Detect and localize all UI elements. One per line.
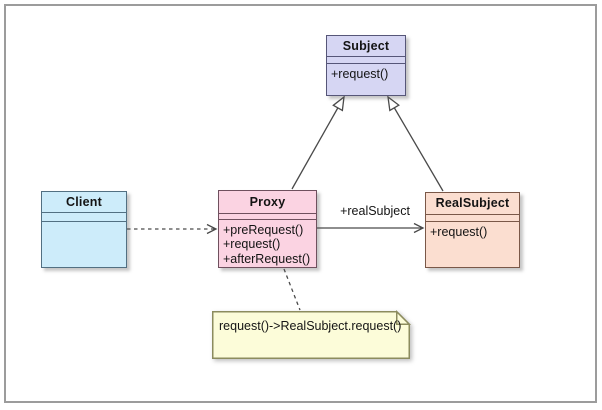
class-client-attributes-section [42,213,126,222]
class-box-subject: Subject +request() [326,35,406,96]
class-realsubject-title: RealSubject [426,193,519,215]
class-box-proxy: Proxy +preRequest() +request() +afterReq… [218,190,317,268]
class-subject-title: Subject [327,36,405,57]
class-box-client: Client [41,191,127,268]
method-label: +request() [430,224,488,239]
edge-label-realsubject: +realSubject [340,204,410,218]
method-label: +afterRequest() [223,251,311,266]
edge-realsubject-to-subject-generalization [388,97,444,192]
class-client-title: Client [42,192,126,213]
note-fold-corner [396,309,412,325]
class-box-realsubject: RealSubject +request() [425,192,520,268]
class-realsubject-methods-section: +request() [426,222,519,240]
note-text: request()->RealSubject.request() [219,319,402,333]
method-label: +request() [331,66,389,81]
note-body-shape [212,311,410,359]
class-realsubject-attributes-section [426,215,519,222]
class-subject-methods-section: +request() [327,64,405,82]
edge-proxy-to-subject-generalization [291,97,344,190]
class-client-methods-section [42,222,126,225]
edge-proxy-to-note-link [283,268,301,311]
method-label: +preRequest() [223,222,304,237]
note-shape [212,309,412,359]
class-proxy-methods-section: +preRequest() +request() +afterRequest() [219,220,316,267]
method-label: +request() [223,237,281,251]
class-subject-attributes-section [327,57,405,64]
class-proxy-attributes-section [219,214,316,220]
class-proxy-title: Proxy [219,191,316,214]
